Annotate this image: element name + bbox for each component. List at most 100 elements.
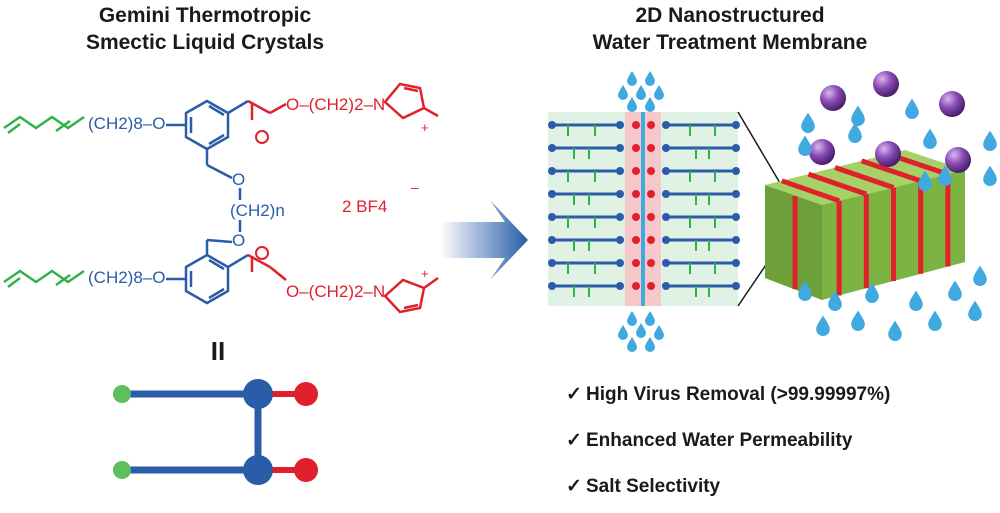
virus-icon [939, 91, 965, 117]
water-drop-icon [636, 85, 646, 100]
right-title: 2D Nanostructured Water Treatment Membra… [560, 2, 900, 56]
chain-bottom-label: (CH2)8–O [88, 268, 165, 287]
lattice-node [616, 144, 624, 152]
lattice-node [647, 121, 655, 129]
lattice-node [548, 144, 556, 152]
gemini-schematic [113, 379, 318, 485]
lattice-node [662, 167, 670, 175]
lattice-node [662, 144, 670, 152]
water-drop-icon [618, 85, 628, 100]
lattice-node [616, 190, 624, 198]
benefits-list: ✓High Virus Removal (>99.99997%) ✓Enhanc… [566, 375, 890, 513]
lattice-node [548, 236, 556, 244]
right-title-line2: Water Treatment Membrane [592, 31, 868, 54]
core-node-top [243, 379, 273, 409]
imidazolium-bottom [383, 276, 439, 314]
virus-icon [809, 139, 835, 165]
lattice-node [662, 236, 670, 244]
core-node-bottom [243, 455, 273, 485]
ester-group-bottom [247, 253, 287, 281]
chain-top-label: (CH2)8–O [88, 114, 165, 133]
benzene-ring-top [166, 99, 249, 165]
lattice-node [632, 144, 640, 152]
virus-icon [945, 147, 971, 173]
ionic-channel-stripe [780, 178, 840, 204]
water-drop-icon [618, 325, 628, 340]
lattice-node [732, 167, 740, 175]
benefit-item-virus-removal: ✓High Virus Removal (>99.99997%) [566, 375, 890, 421]
water-drop-icon [798, 135, 812, 157]
spacer-bonds [206, 163, 242, 244]
alkyl-tail-bottom [3, 269, 85, 288]
water-drop-icon [801, 112, 815, 134]
benefit-label: Salt Selectivity [586, 476, 721, 497]
lattice-node [616, 167, 624, 175]
water-drop-icon [816, 315, 830, 337]
lattice-node [548, 213, 556, 221]
ester-group-top [247, 99, 287, 120]
tail-node-top [113, 385, 131, 403]
water-drop-icon [948, 280, 962, 302]
lattice-node [616, 282, 624, 290]
lattice-node [632, 167, 640, 175]
water-drop-icon [909, 290, 923, 312]
lattice-node [548, 282, 556, 290]
lattice-node [616, 213, 624, 221]
lattice-node [662, 190, 670, 198]
water-drop-icon [851, 310, 865, 332]
membrane-cross-section [548, 112, 740, 306]
lattice-node [647, 282, 655, 290]
ionic-channel-stripe [834, 165, 895, 190]
cation-charge-top: + [421, 120, 429, 135]
check-icon: ✓ [566, 430, 582, 451]
lattice-node [616, 259, 624, 267]
lattice-node [632, 213, 640, 221]
lattice-node [647, 259, 655, 267]
left-title-line2: Smectic Liquid Crystals [85, 31, 325, 54]
water-drop-icon [645, 97, 655, 112]
water-drop-icon [888, 320, 902, 342]
water-drop-icon [968, 300, 982, 322]
counterion-label: 2 BF4 [342, 197, 387, 216]
lattice-node [732, 190, 740, 198]
lattice-node [647, 213, 655, 221]
ester-chain-top: O–(CH2)2–N [286, 95, 385, 114]
water-drop-icon [627, 337, 637, 352]
lattice-node [632, 236, 640, 244]
lattice-node [647, 167, 655, 175]
lattice-node [662, 282, 670, 290]
water-drop-icon [973, 265, 987, 287]
lattice-node [632, 282, 640, 290]
lattice-node [548, 121, 556, 129]
lattice-node [548, 167, 556, 175]
lattice-node [732, 213, 740, 221]
imidazolium-top [383, 82, 439, 120]
lattice-node [548, 259, 556, 267]
carbonyl-o-bottom [255, 246, 269, 260]
lattice-node [647, 144, 655, 152]
ether-o-top: O [232, 170, 245, 189]
ionic-channel-stripe [807, 171, 868, 197]
lattice-node [632, 190, 640, 198]
carbonyl-o-top [255, 130, 269, 144]
water-drop-icon [645, 337, 655, 352]
ionic-node-bottom [294, 458, 318, 482]
membrane-block [765, 150, 965, 300]
water-drop-icon [983, 130, 997, 152]
benzene-ring-bottom [166, 240, 249, 305]
right-title-line1: 2D Nanostructured [635, 4, 825, 27]
lattice-node [647, 236, 655, 244]
benefit-item-salt-selectivity: ✓Salt Selectivity [566, 467, 890, 513]
lattice-node [732, 121, 740, 129]
virus-icon [820, 85, 846, 111]
benefit-label: High Virus Removal (>99.99997%) [586, 384, 891, 405]
lattice-node [662, 259, 670, 267]
water-drop-icon [645, 311, 655, 326]
benefit-label: Enhanced Water Permeability [586, 430, 853, 451]
water-drop-icon [928, 310, 942, 332]
lattice-node [616, 121, 624, 129]
alkyl-tail-top [3, 115, 85, 134]
ester-chain-bottom: O–(CH2)2–N [286, 282, 385, 301]
spacer-label: (CH2)n [230, 201, 285, 220]
